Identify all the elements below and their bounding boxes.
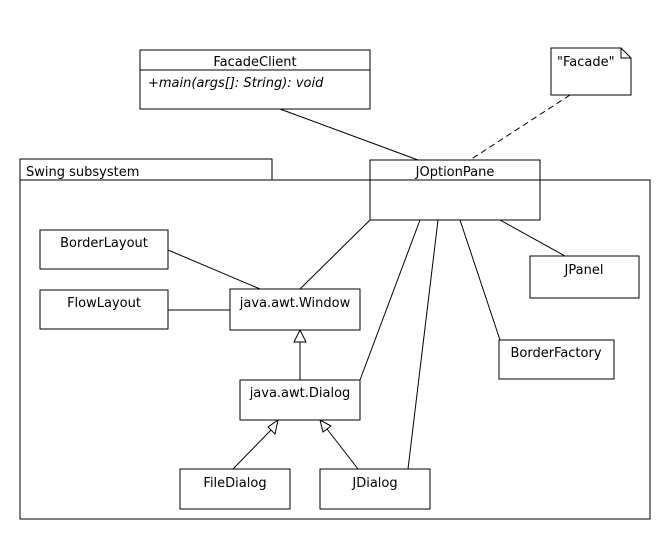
filedialog-box <box>179 468 291 510</box>
facadeclient-operation: +main(args[]: String): void <box>148 76 324 91</box>
generalization-arrow-dialog-right <box>319 419 332 433</box>
dialog-box <box>239 379 361 421</box>
generalization-arrow-window <box>293 328 307 343</box>
class-jpanel[interactable]: JPanel <box>529 255 640 299</box>
note-text: "Facade" <box>557 55 615 70</box>
class-facadeclient[interactable]: FacadeClient +main(args[]: String): void <box>139 49 371 110</box>
jpanel-box <box>529 255 640 299</box>
note-shape <box>550 47 632 96</box>
class-jdialog[interactable]: JDialog <box>319 468 431 510</box>
class-flowlayout[interactable]: FlowLayout <box>39 289 169 330</box>
edge-joptionpane-jdialog <box>407 219 439 470</box>
class-java-awt-window[interactable]: java.awt.Window <box>229 288 361 331</box>
jdialog-name: JDialog <box>351 476 397 491</box>
class-filedialog[interactable]: FileDialog <box>179 468 291 510</box>
window-name: java.awt.Window <box>239 296 351 311</box>
window-box <box>229 288 361 331</box>
generalization-arrow-dialog-left <box>267 418 279 436</box>
edge-jdialog-dialog-generalization <box>326 428 359 470</box>
edge-joptionpane-window <box>299 219 371 290</box>
note-fold <box>620 48 631 59</box>
borderfactory-box <box>498 339 615 380</box>
borderlayout-box <box>39 229 169 270</box>
facadeclient-name: FacadeClient <box>213 55 296 70</box>
class-java-awt-dialog[interactable]: java.awt.Dialog <box>239 379 361 421</box>
edge-note-joptionpane <box>469 94 571 161</box>
swing-subsystem-package: Swing subsystem <box>19 158 651 520</box>
edge-filedialog-dialog-generalization <box>232 428 273 470</box>
dialog-name: java.awt.Dialog <box>249 386 351 401</box>
facadeclient-box <box>139 49 371 110</box>
facade-note: "Facade" <box>550 47 632 96</box>
edge-joptionpane-borderfactory <box>459 219 501 341</box>
edge-borderlayout-window <box>167 249 261 290</box>
edge-joptionpane-dialog <box>359 219 421 381</box>
filedialog-name: FileDialog <box>203 476 266 491</box>
jpanel-name: JPanel <box>564 263 604 278</box>
edge-facadeclient-joptionpane <box>279 108 419 161</box>
flowlayout-name: FlowLayout <box>67 296 141 311</box>
edge-joptionpane-jpanel <box>499 219 566 257</box>
edges <box>167 94 571 470</box>
borderfactory-name: BorderFactory <box>510 346 601 361</box>
class-borderfactory[interactable]: BorderFactory <box>498 339 615 380</box>
joptionpane-name: JOptionPane <box>415 165 495 180</box>
package-label: Swing subsystem <box>26 165 139 180</box>
borderlayout-name: BorderLayout <box>60 236 148 251</box>
flowlayout-box <box>39 289 169 330</box>
class-borderlayout[interactable]: BorderLayout <box>39 229 169 270</box>
joptionpane-box <box>369 159 541 221</box>
jdialog-box <box>319 468 431 510</box>
class-joptionpane[interactable]: JOptionPane <box>369 159 541 221</box>
